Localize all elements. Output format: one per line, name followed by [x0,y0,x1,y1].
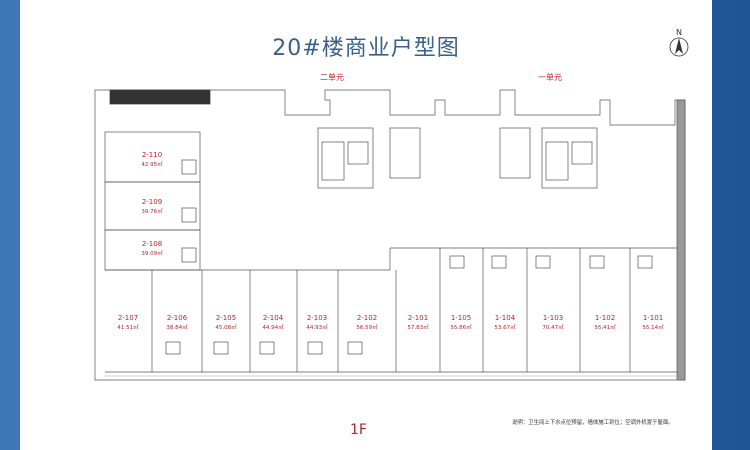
room-code: 2-102 [357,314,377,322]
room-area: 39.76㎡ [141,207,163,215]
room-area: 55.14㎡ [642,323,664,331]
room-code: 1-103 [543,314,563,322]
room-area: 42.95㎡ [141,160,163,168]
unit-label-2: 二单元 [320,73,344,82]
plan-note: 说明：卫生间上下水点位预留，墙体施工到位；空调外机置于屋面。 [512,420,674,426]
room-code: 2-109 [142,198,162,206]
room-code: 1-102 [595,314,615,322]
unit-label-1: 一单元 [538,73,562,82]
room-label-2-104: 2-104 44.94㎡ [262,314,284,331]
room-label-1-104: 1-104 53.67㎡ [494,314,516,331]
room-area: 55.41㎡ [594,323,616,331]
floor-label: 1F [350,422,367,438]
room-code: 2-108 [142,240,162,248]
room-code: 2-105 [216,314,236,322]
room-area: 38.84㎡ [166,323,188,331]
room-area: 44.93㎡ [306,323,328,331]
room-code: 1-101 [643,314,663,322]
room-label-2-101: 2-101 57.83㎡ [407,314,429,331]
room-label-2-110: 2-110 42.95㎡ [141,151,163,168]
room-label-2-109: 2-109 39.76㎡ [141,198,163,215]
room-code: 2-104 [263,314,284,322]
room-label-2-103: 2-103 44.93㎡ [306,314,328,331]
room-area: 41.51㎡ [117,323,139,331]
room-code: 1-104 [495,314,516,322]
room-area: 56.59㎡ [356,323,378,331]
room-code: 1-105 [451,314,471,322]
room-area: 55.86㎡ [450,323,472,331]
room-label-1-102: 1-102 55.41㎡ [594,314,616,331]
plan-sheet: 20#楼商业户型图 N 二单元 一单元 [20,0,712,450]
floor-plan: 2-110 42.95㎡ 2-109 39.76㎡ 2-108 39.09㎡ 2… [94,89,686,381]
room-label-2-105: 2-105 45.08㎡ [215,314,237,331]
room-label-2-108: 2-108 39.09㎡ [141,240,163,257]
room-code: 2-103 [307,314,327,322]
room-label-2-107: 2-107 41.51㎡ [117,314,139,331]
room-label-2-106: 2-106 38.84㎡ [166,314,188,331]
room-area: 57.83㎡ [407,323,429,331]
compass-letter: N [676,28,682,37]
room-code: 2-110 [142,151,162,159]
room-label-1-103: 1-103 70.47㎡ [542,314,564,331]
room-code: 2-106 [167,314,188,322]
room-area: 39.09㎡ [141,249,163,257]
room-area: 70.47㎡ [542,323,564,331]
room-label-2-102: 2-102 56.59㎡ [356,314,378,331]
room-label-1-101: 1-101 55.14㎡ [642,314,664,331]
room-label-1-105: 1-105 55.86㎡ [450,314,472,331]
room-area: 53.67㎡ [494,323,516,331]
room-code: 2-101 [408,314,428,322]
room-code: 2-107 [118,314,138,322]
north-compass-icon: N [669,28,689,57]
room-area: 45.08㎡ [215,323,237,331]
page-title: 20#楼商业户型图 [272,36,460,61]
room-area: 44.94㎡ [262,323,284,331]
